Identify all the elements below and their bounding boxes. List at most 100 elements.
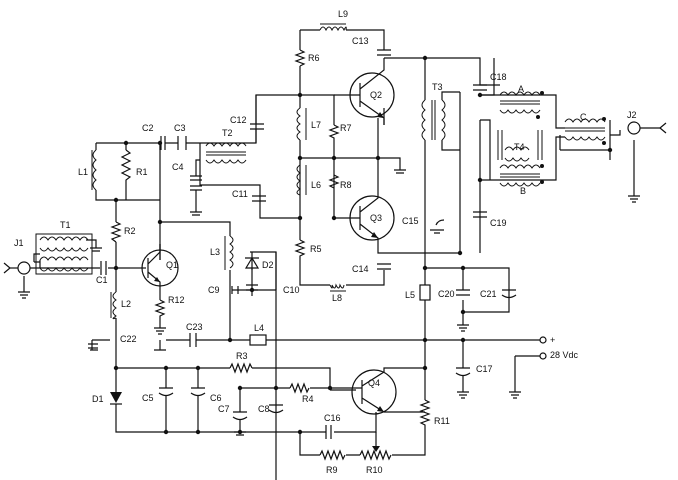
inductor-l3-icon bbox=[224, 235, 234, 270]
transformer-a-icon bbox=[499, 91, 544, 119]
capacitor-c17-icon bbox=[455, 367, 471, 377]
capacitor-c15-icon bbox=[430, 219, 445, 234]
capacitor-c14-icon bbox=[377, 263, 391, 270]
capacitor-c19-icon bbox=[473, 211, 487, 218]
label-t4: T4 bbox=[514, 142, 525, 152]
transformer-t4-icon bbox=[497, 130, 543, 162]
resistor-r3-icon bbox=[229, 362, 253, 374]
label-r7: R7 bbox=[340, 123, 352, 133]
label-c14: C14 bbox=[352, 264, 369, 274]
label-c13: C13 bbox=[352, 36, 369, 46]
transistor-q3-icon bbox=[349, 190, 395, 241]
label-plus: + bbox=[550, 335, 555, 345]
label-l6: L6 bbox=[311, 180, 321, 190]
label-c19: C19 bbox=[490, 218, 507, 228]
transformer-t2-icon bbox=[205, 142, 247, 164]
transformer-b-icon bbox=[499, 164, 544, 187]
resistor-r6-icon bbox=[294, 49, 306, 67]
inductor-l1-icon bbox=[91, 149, 97, 191]
label-c18: C18 bbox=[490, 72, 507, 82]
label-t1: T1 bbox=[60, 220, 71, 230]
supply-terminal-plus-icon bbox=[539, 336, 547, 344]
label-q1: Q1 bbox=[166, 260, 178, 270]
label-c7: C7 bbox=[218, 404, 230, 414]
label-r4: R4 bbox=[302, 394, 314, 404]
label-c21: C21 bbox=[480, 289, 497, 299]
label-r11: R11 bbox=[434, 416, 450, 426]
label-r1: R1 bbox=[136, 167, 148, 177]
transformer-c-icon bbox=[540, 94, 606, 181]
label-c2: C2 bbox=[142, 123, 154, 133]
potentiometer-r10-icon bbox=[359, 445, 392, 461]
capacitor-c3-icon bbox=[177, 136, 187, 150]
inductor-l6-icon bbox=[296, 164, 307, 196]
resistor-r11-icon bbox=[419, 399, 431, 430]
label-supply: 28 Vdc bbox=[550, 350, 579, 360]
label-c3: C3 bbox=[174, 123, 186, 133]
resistor-r5-icon bbox=[294, 239, 306, 260]
capacitor-c1-icon bbox=[100, 261, 107, 275]
label-d1: D1 bbox=[92, 394, 104, 404]
connector-j2-icon bbox=[627, 121, 667, 135]
transistor-q1-icon bbox=[141, 244, 179, 287]
capacitor-c16-icon bbox=[325, 425, 332, 439]
label-c15: C15 bbox=[402, 216, 419, 226]
resistor-r7-icon bbox=[328, 124, 340, 140]
label-r8: R8 bbox=[340, 180, 352, 190]
connector-j1-icon bbox=[3, 261, 31, 275]
label-l2: L2 bbox=[121, 299, 131, 309]
label-c22: C22 bbox=[120, 334, 137, 344]
junction-dots bbox=[113, 55, 613, 435]
component-labels: J1 T1 L1 R1 R2 C1 L2 C2 C3 T2 C4 Q1 R12 … bbox=[14, 9, 637, 475]
label-b: B bbox=[520, 186, 526, 196]
resistor-r2-icon bbox=[110, 221, 122, 243]
label-q4: Q4 bbox=[368, 378, 380, 388]
capacitor-c8-icon bbox=[268, 404, 284, 414]
label-c6: C6 bbox=[210, 393, 222, 403]
label-r2: R2 bbox=[124, 226, 136, 236]
label-q2: Q2 bbox=[370, 90, 382, 100]
capacitor-c11-icon bbox=[252, 195, 266, 202]
transistor-q4-icon bbox=[330, 369, 397, 415]
label-j1: J1 bbox=[14, 238, 24, 248]
capacitor-c22-icon bbox=[88, 343, 98, 349]
capacitor-c6-icon bbox=[190, 387, 206, 397]
label-c20: C20 bbox=[438, 289, 455, 299]
label-l4: L4 bbox=[254, 323, 264, 333]
label-l3: L3 bbox=[210, 247, 220, 257]
capacitor-c23-icon bbox=[189, 333, 197, 347]
label-c11: C11 bbox=[232, 189, 248, 199]
capacitor-c20-icon bbox=[456, 289, 470, 296]
capacitor-c18-icon bbox=[473, 84, 487, 91]
resistor-r4-icon bbox=[289, 382, 310, 394]
label-c8: C8 bbox=[258, 404, 270, 414]
supply-terminal-minus-icon bbox=[539, 352, 547, 360]
capacitor-c12-icon bbox=[250, 95, 264, 143]
label-l7: L7 bbox=[311, 120, 321, 130]
label-l5: L5 bbox=[405, 290, 415, 300]
inductor-l7-icon bbox=[296, 107, 307, 141]
label-c10: C10 bbox=[283, 285, 300, 295]
resistor-r12-icon bbox=[154, 299, 166, 318]
capacitor-c7-icon bbox=[232, 411, 248, 421]
diode-d1-icon bbox=[110, 392, 122, 405]
label-c1: C1 bbox=[96, 275, 108, 285]
label-d2: D2 bbox=[262, 260, 274, 270]
label-c17: C17 bbox=[476, 364, 493, 374]
label-c23: C23 bbox=[186, 322, 203, 332]
label-c5: C5 bbox=[142, 393, 154, 403]
label-l8: L8 bbox=[332, 293, 342, 303]
resistor-r8-icon bbox=[328, 174, 340, 189]
capacitor-c21-icon bbox=[501, 289, 517, 299]
label-t2: T2 bbox=[222, 128, 233, 138]
label-l1: L1 bbox=[78, 167, 88, 177]
capacitor-c5-icon bbox=[158, 387, 174, 397]
capacitor-c4-icon bbox=[190, 175, 202, 181]
components bbox=[3, 23, 667, 461]
label-a: A bbox=[518, 84, 524, 94]
label-l9: L9 bbox=[338, 9, 348, 19]
label-r6: R6 bbox=[308, 53, 320, 63]
transformer-t3-icon bbox=[421, 91, 460, 151]
label-r10: R10 bbox=[366, 465, 383, 475]
